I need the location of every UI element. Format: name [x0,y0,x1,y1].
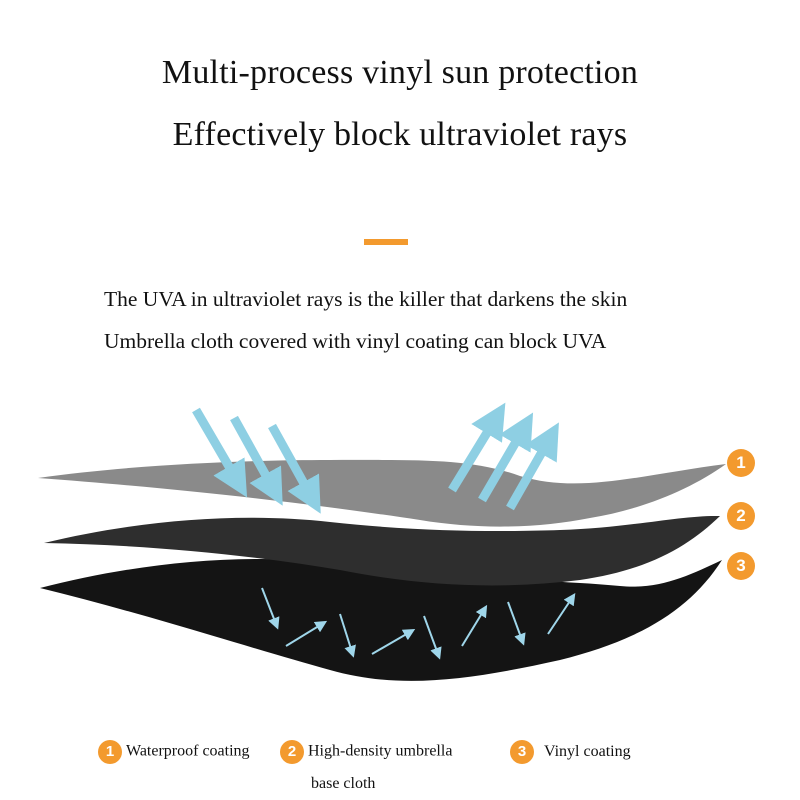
description-line-2: Umbrella cloth covered with vinyl coatin… [104,329,607,353]
legend-label: Waterproof coating [126,742,250,760]
incoming-ray [192,407,248,498]
inner-arrow [423,615,442,660]
headline-line-2: Effectively block ultraviolet rays [172,116,628,153]
inner-arrows [261,587,576,660]
incoming-ray [230,415,283,506]
layers-diagram [38,402,726,681]
accent-divider [364,239,408,245]
description-line-1: The UVA in ultraviolet rays is the kille… [104,287,628,311]
headline-line-1: Multi-process vinyl sun protection [161,54,639,91]
reflected-ray [506,422,559,511]
legend-number-badge: 2 [280,740,304,764]
legend-number-badge: 3 [510,740,534,764]
inner-arrow [261,587,280,630]
legend-item-vinyl: 3 Vinyl coating [510,740,631,764]
layer-3-number-badge: 3 [727,552,755,580]
incoming-uv-rays [192,407,321,514]
legend-label-line-1: High-density umbrella [308,742,453,760]
inner-arrow [285,620,328,647]
layer-1-waterproof [38,459,726,527]
layer-3-vinyl [40,558,722,681]
reflected-uv-rays [448,402,559,511]
inner-arrow [461,604,488,647]
inner-arrow [507,601,526,646]
legend-label: Vinyl coating [544,742,631,760]
layer-1-number-badge: 1 [727,449,755,477]
layer-2-number-badge: 2 [727,502,755,530]
inner-arrow [371,628,416,655]
legend-label-line-2: base cloth [311,775,376,792]
legend-number-badge: 1 [98,740,122,764]
reflected-ray [448,402,506,493]
reflected-ray [478,412,534,503]
layer-2-base-cloth [44,515,720,586]
inner-arrow [547,593,576,635]
inner-arrow [339,613,356,658]
incoming-ray [268,423,321,514]
